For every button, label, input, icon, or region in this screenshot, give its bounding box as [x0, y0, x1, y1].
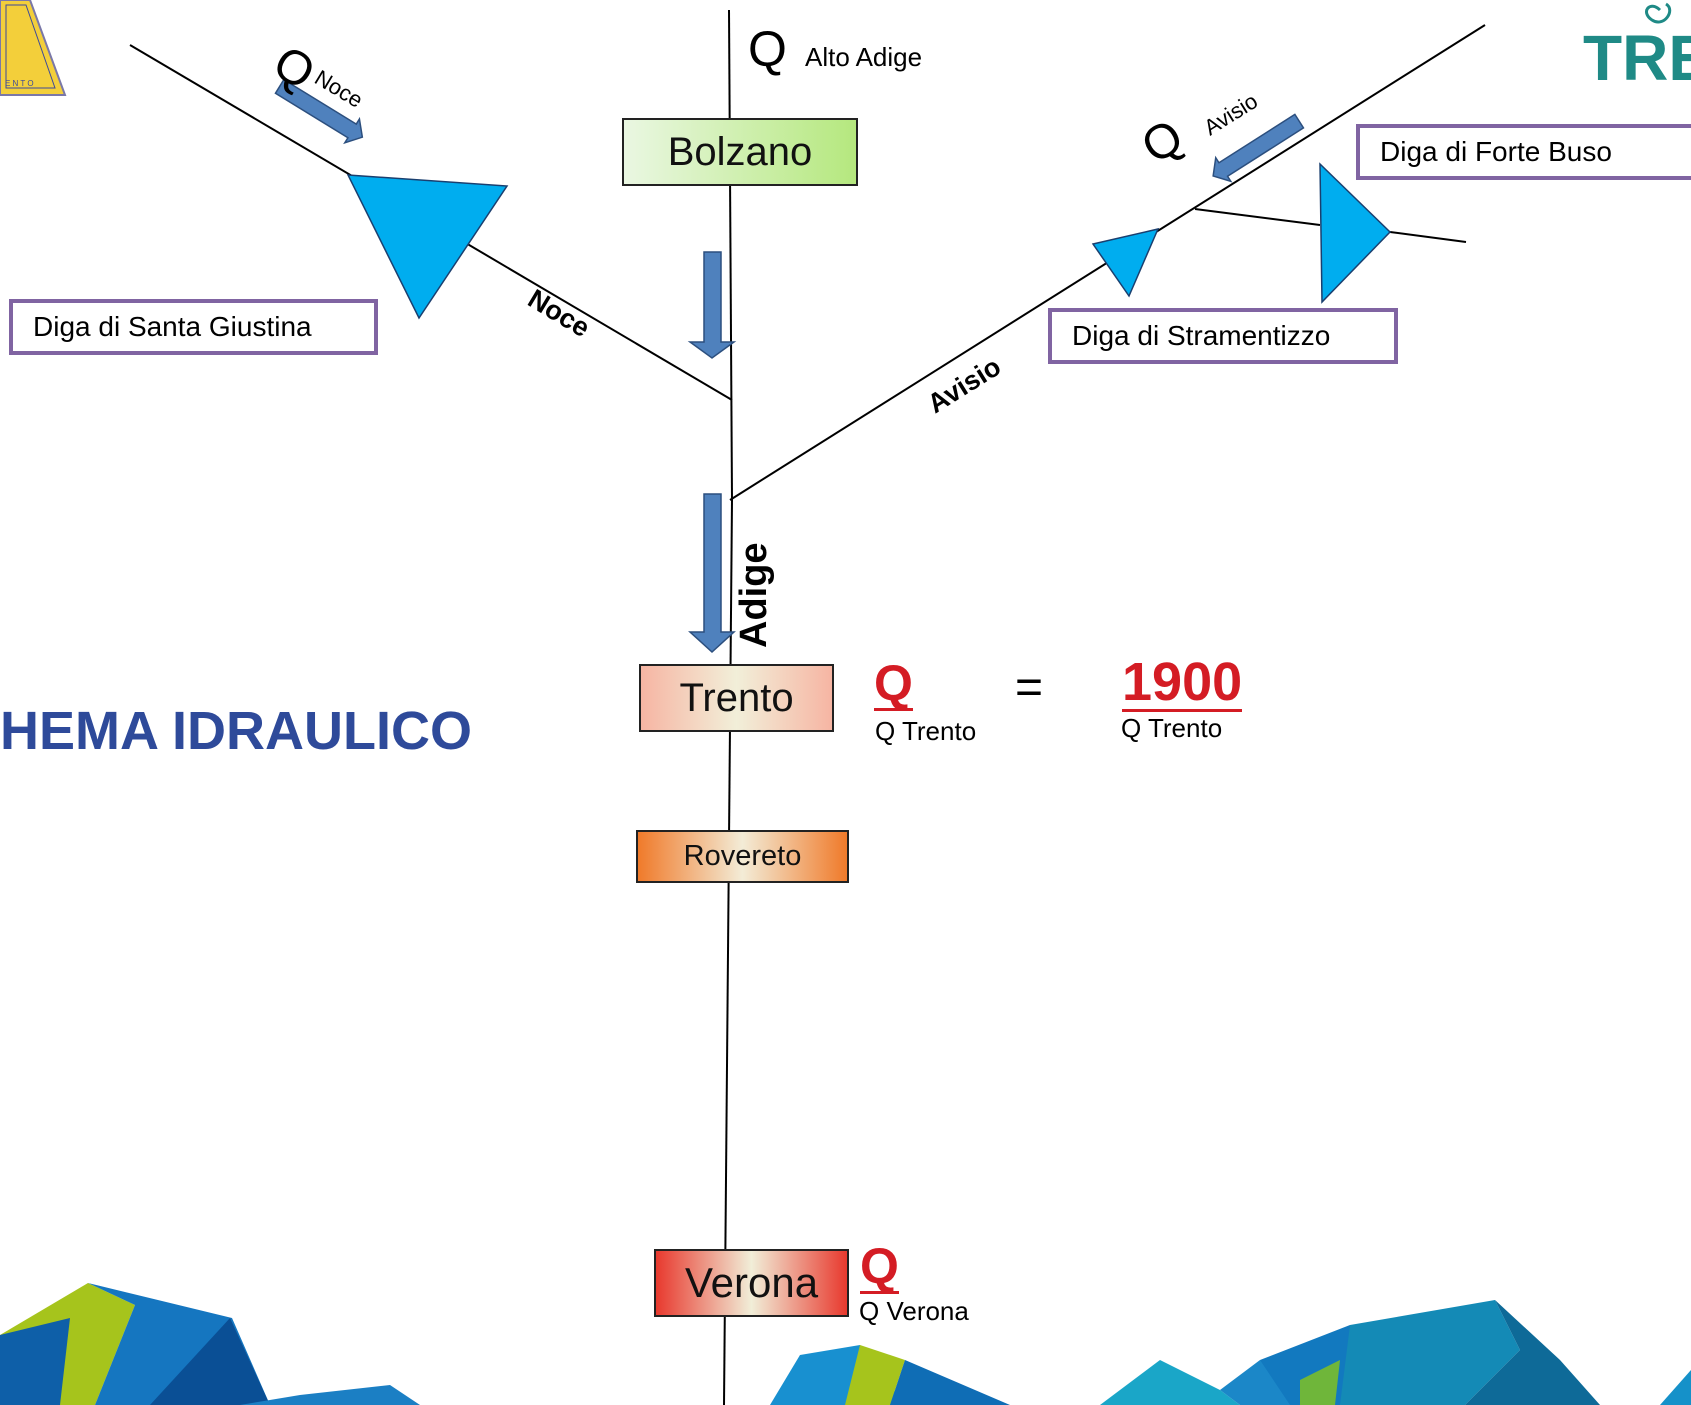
q-avisio-subscript: Avisio — [1199, 88, 1262, 140]
avisio-arrow-icon — [1212, 113, 1305, 183]
noce-river-label: Noce — [523, 283, 595, 343]
q-avisio-symbol: Q — [1133, 110, 1193, 175]
stramentizzo-dam-icon — [1091, 227, 1160, 298]
forte-buso-dam-icon — [1319, 162, 1392, 304]
adige-river-line-upper — [728, 9, 733, 501]
flow-arrows — [274, 78, 1305, 654]
dam-label-stramentizzo: Diga di Stramentizzo — [1048, 308, 1398, 364]
dam-label-forte-buso: Diga di Forte Buso — [1356, 124, 1691, 180]
avisio-river-label: Avisio — [922, 351, 1006, 419]
svg-text:E N T O: E N T O — [5, 79, 34, 88]
noce-arrow-icon — [274, 78, 364, 145]
q-noce-symbol: Q — [264, 36, 323, 101]
forte-buso-branch-line — [1194, 208, 1321, 226]
city-box-bolzano: Bolzano — [622, 118, 858, 186]
city-box-rovereto: Rovereto — [636, 830, 849, 883]
city-box-verona: Verona — [654, 1249, 849, 1317]
decorative-polygons — [0, 1283, 1691, 1405]
city-box-trento: Trento — [639, 664, 834, 732]
page-title: HEMA IDRAULICO — [0, 701, 472, 761]
q-alto-adige-symbol: Q — [748, 21, 787, 77]
q-alto-adige-subscript: Alto Adige — [805, 42, 923, 72]
formula-q-trento-symbol: Q — [874, 655, 913, 711]
santa-giustina-dam-icon — [346, 174, 509, 320]
formula-q-trento-subscript: Q Trento — [875, 716, 977, 746]
verona-q-symbol: Q — [860, 1238, 899, 1294]
formula-value-subscript: Q Trento — [1121, 713, 1223, 743]
adige-upper-arrow-icon — [687, 251, 737, 359]
formula-equals: = — [1015, 661, 1044, 714]
verona-q-subscript: Q Verona — [859, 1296, 969, 1326]
adige-lower-arrow-icon — [688, 493, 736, 654]
adige-river-label: Adige — [733, 542, 775, 648]
forte-buso-outflow-line — [1389, 231, 1467, 243]
dam-label-santa-giustina: Diga di Santa Giustina — [9, 299, 378, 355]
formula-value: 1900 — [1122, 652, 1243, 712]
seal-logo: E N T O — [0, 0, 67, 96]
